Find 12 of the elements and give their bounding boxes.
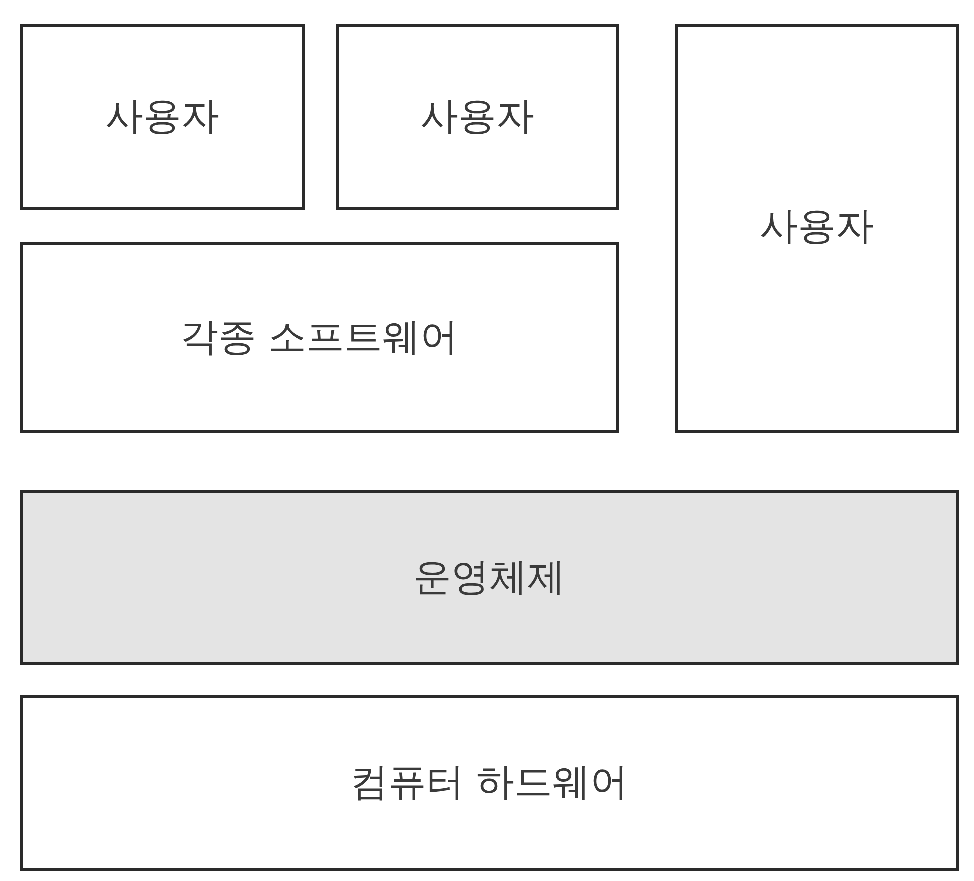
user-box: [675, 24, 959, 433]
user-box: [336, 24, 619, 210]
user-box: [20, 24, 305, 210]
hardware-box: [20, 695, 959, 871]
box-label: 컴퓨터 하드웨어: [350, 759, 629, 806]
box-label: 사용자: [760, 203, 874, 250]
os-box: [20, 490, 959, 665]
software-box: [20, 242, 619, 433]
box-label: 운영체제: [414, 554, 566, 601]
box-label: 각종 소프트웨어: [180, 314, 459, 361]
box-label: 사용자: [420, 93, 534, 140]
box-label: 사용자: [106, 93, 220, 140]
